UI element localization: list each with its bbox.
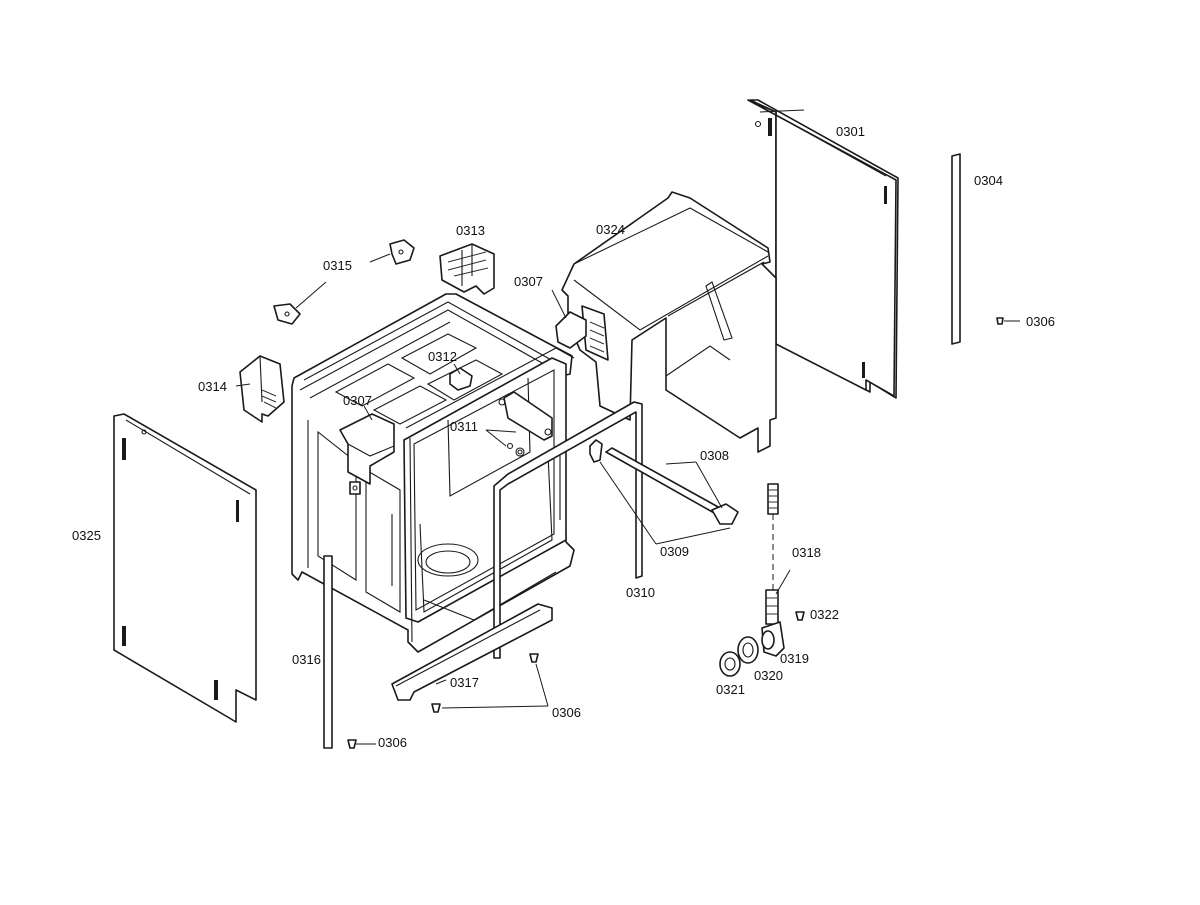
clip-0307-left — [339, 405, 395, 495]
hose-0318 — [765, 483, 791, 625]
label-0316: 0316 — [292, 652, 321, 667]
label-0320: 0320 — [754, 668, 783, 683]
label-0307-left: 0307 — [343, 393, 372, 408]
screw-0322 — [795, 611, 805, 621]
ring-0320 — [737, 636, 759, 664]
dishwasher-tub — [291, 293, 575, 653]
label-0325: 0325 — [72, 528, 101, 543]
label-0318: 0318 — [792, 545, 821, 560]
label-0324: 0324 — [596, 222, 625, 237]
label-0314: 0314 — [198, 379, 227, 394]
bracket-0313 — [439, 243, 495, 295]
part-labels: 0301 0304 0306 0324 0313 0315 0307 0312 … — [72, 124, 1055, 750]
label-0315: 0315 — [323, 258, 352, 273]
screw-0306-left — [347, 739, 376, 749]
frame-0310 — [493, 401, 643, 659]
elbow-0319 — [761, 621, 785, 657]
label-0307-right: 0307 — [514, 274, 543, 289]
bracket-0315-upper — [369, 239, 415, 265]
label-0317: 0317 — [450, 675, 479, 690]
edge-strip-0304 — [951, 153, 961, 345]
edge-strip-0316 — [323, 555, 333, 749]
clip-0307-right — [551, 289, 587, 349]
label-0319: 0319 — [780, 651, 809, 666]
label-0322: 0322 — [810, 607, 839, 622]
label-0321: 0321 — [716, 682, 745, 697]
side-panel-left-0325 — [113, 413, 257, 723]
label-0310: 0310 — [626, 585, 655, 600]
latch-0312 — [449, 363, 473, 391]
label-0309: 0309 — [660, 544, 689, 559]
label-0304: 0304 — [974, 173, 1003, 188]
label-0311: 0311 — [450, 419, 478, 434]
label-0306-center: 0306 — [552, 705, 581, 720]
housing-0324 — [561, 191, 777, 453]
nut-0321 — [719, 651, 741, 677]
screw-0306-right — [996, 317, 1020, 325]
label-0306-left: 0306 — [378, 735, 407, 750]
rod-0308 — [589, 439, 739, 545]
bracket-0315-lower — [273, 281, 327, 325]
label-0308: 0308 — [700, 448, 729, 463]
label-0301: 0301 — [836, 124, 865, 139]
rail-0317 — [391, 603, 553, 701]
bracket-0314 — [235, 355, 285, 423]
leaders-0311 — [485, 429, 517, 447]
side-panel-right-0301 — [747, 99, 899, 399]
label-0313: 0313 — [456, 223, 485, 238]
screw-0306-center — [431, 653, 549, 713]
label-0312: 0312 — [428, 349, 457, 364]
label-0306-right: 0306 — [1026, 314, 1055, 329]
